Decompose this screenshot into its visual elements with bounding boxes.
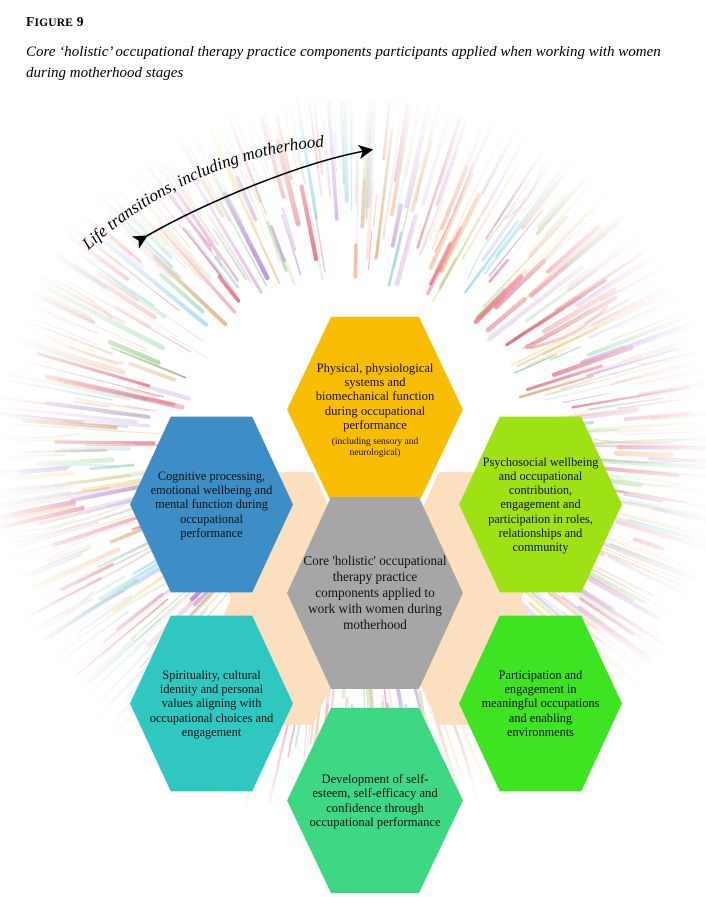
hex-node-physical-text: Physical, physiological systems and biom… — [287, 361, 463, 459]
figure-canvas: Physical, physiological systems and biom… — [0, 100, 706, 820]
hex-node-center-label: Core 'holistic' occupational therapy pra… — [287, 553, 463, 632]
figure-label: FIGURE 9 — [26, 14, 686, 30]
hex-node-participation-label: Participation and engagement in meaningf… — [459, 668, 622, 738]
hex-node-self-esteem-label: Development of self-esteem, self-efficac… — [287, 772, 463, 829]
hex-node-physical-sublabel: (including sensory and neurological) — [308, 437, 442, 458]
hex-node-psychosocial-label: Psychosocial wellbeing and occupational … — [459, 455, 622, 553]
figure-title: Core ‘holistic’ occupational therapy pra… — [26, 42, 688, 85]
figure-caption-block: FIGURE 9 Core ‘holistic’ occupational th… — [26, 14, 686, 85]
figure-label-text: FIGURE 9 — [26, 14, 84, 29]
hex-node-physical-label: Physical, physiological systems and biom… — [316, 361, 435, 432]
hex-node-cognitive-label: Cognitive processing, emotional wellbein… — [130, 469, 293, 539]
hex-node-spirituality-label: Spirituality, cultural identity and pers… — [130, 668, 293, 738]
